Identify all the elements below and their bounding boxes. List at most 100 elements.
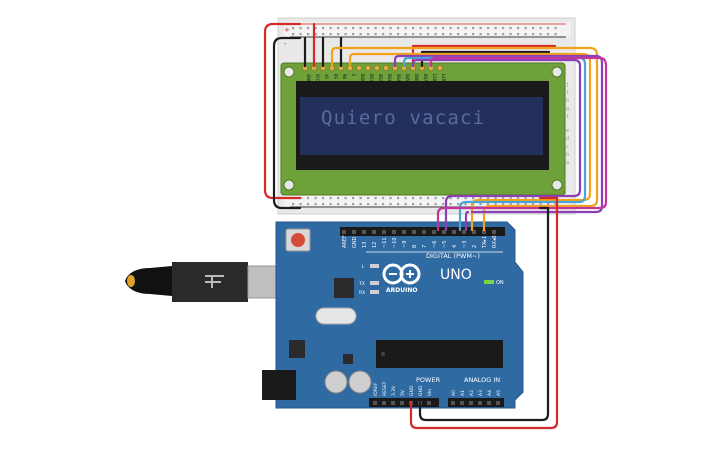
lcd-pin-label: RS [333, 74, 338, 79]
led-label-rx: RX [359, 290, 365, 296]
lcd-pin-label: DB1 [369, 74, 374, 82]
digital-pin-label: AREF [342, 235, 348, 248]
digital-pin-label: 7 [422, 245, 428, 248]
usb-cable[interactable] [125, 262, 283, 302]
led-label-tx: TX [358, 281, 365, 287]
digital-pin-label: ~5 [442, 241, 448, 248]
rail-label-minus: - [284, 40, 287, 48]
analog-pin-label: A0 [451, 390, 457, 396]
lcd-screen [300, 97, 543, 155]
wire-led-anode[interactable] [411, 44, 557, 68]
lcd-pin-label: DB4 [396, 74, 401, 82]
arduino-logo-icon [382, 263, 421, 285]
digital-pin-label: ~10 [392, 237, 398, 248]
mount-hole [283, 179, 295, 191]
analog-pin-label: A1 [460, 390, 466, 396]
usb-icon [205, 275, 224, 288]
svg-text:d: d [566, 136, 569, 142]
dc-power-jack [262, 370, 296, 400]
lcd-pin-label: DB3 [387, 74, 392, 82]
power-pin-label: 5V [400, 389, 406, 396]
voltage-regulator [289, 340, 305, 358]
mount-hole [551, 66, 563, 78]
svg-text:j: j [566, 82, 569, 88]
lcd-pin-label: DB5 [405, 74, 410, 82]
svg-text:b: b [566, 152, 569, 158]
analog-header-holes [451, 401, 500, 405]
analog-header [448, 398, 504, 407]
lcd-pin-label: GND [306, 74, 311, 82]
analog-pin-label: A5 [496, 390, 502, 396]
lcd-pin-label: VCC [315, 74, 320, 82]
wires[interactable] [263, 22, 608, 430]
power-pin-label: IOREF [373, 382, 379, 396]
digital-pin-label: 8 [412, 245, 418, 248]
analog-header-label: ANALOG IN [464, 376, 500, 384]
rail-label-plus: + [284, 26, 290, 34]
wire-e-pin11[interactable] [348, 52, 592, 232]
wire-db6-pin3[interactable] [411, 58, 582, 232]
analog-pin-label: A4 [487, 390, 493, 396]
power-pin-label: RESET [382, 381, 388, 396]
lcd-pin-label: DB7 [423, 74, 428, 82]
power-header-label: POWER [416, 376, 441, 384]
board-brand-label: ARDUINO [386, 287, 417, 294]
capacitor [348, 370, 372, 394]
digital-pin-label: 13 [362, 242, 368, 248]
capacitor [324, 370, 348, 394]
wire-5v[interactable] [409, 196, 559, 430]
top-power-rail [284, 22, 570, 38]
reset-button[interactable] [291, 233, 305, 247]
lcd-pin-label: DB2 [378, 74, 383, 82]
digital-pin-label: ~6 [432, 241, 438, 248]
power-pin-label: GND [409, 385, 415, 396]
digital-pin-label: RX◂0 [492, 235, 498, 248]
wire-rail-minus-link[interactable] [272, 36, 302, 210]
lcd-pin-label: DB6 [414, 74, 419, 82]
digital-pin-label: 12 [372, 242, 378, 248]
power-pin-label: Vin [427, 389, 433, 396]
led-label-l: L [362, 264, 365, 270]
svg-text:g: g [566, 106, 569, 112]
lcd-pin-label: E [351, 74, 356, 77]
lcd-pin-label: DB0 [360, 74, 365, 82]
svg-text:i: i [566, 90, 569, 96]
wire-rs-pin12[interactable] [330, 46, 599, 232]
usb-chip [334, 278, 354, 298]
power-led-icon [484, 280, 494, 284]
digital-pin-label: 2 [472, 245, 478, 248]
wire-db5-pin4[interactable] [402, 56, 587, 232]
mount-hole [283, 66, 295, 78]
analog-pin-label: A3 [478, 390, 484, 396]
status-leds: L TX RX [358, 264, 379, 296]
digital-header-label: DIGITAL (PWM~) [426, 252, 480, 260]
svg-text:e: e [566, 128, 569, 134]
power-pin-label: 3.3V [391, 385, 397, 396]
power-led-label: ON [496, 280, 504, 286]
wire-gnd[interactable] [418, 206, 550, 422]
svg-text:c: c [566, 144, 569, 150]
wire-db7[interactable] [429, 56, 602, 68]
digital-pin-label: 4 [452, 245, 458, 248]
wire-led-cathode[interactable] [420, 50, 551, 68]
svg-text:h: h [566, 98, 569, 104]
breadboard-holes [292, 27, 557, 206]
board-model-label: UNO [440, 267, 472, 283]
lcd-pin-label: V0 [324, 74, 329, 79]
wire-rail-plus-link[interactable] [263, 22, 302, 200]
crystal-oscillator [315, 307, 357, 325]
lcd-pin-label: RW [342, 74, 347, 79]
digital-header-holes [342, 230, 496, 234]
atmega-microcontroller [376, 340, 503, 368]
wire-db4-drop[interactable] [464, 210, 470, 232]
power-pin-label: GND [418, 385, 424, 396]
wire-db7-pin2[interactable] [436, 56, 608, 232]
svg-text:f: f [566, 114, 569, 120]
small-chip [343, 354, 353, 364]
